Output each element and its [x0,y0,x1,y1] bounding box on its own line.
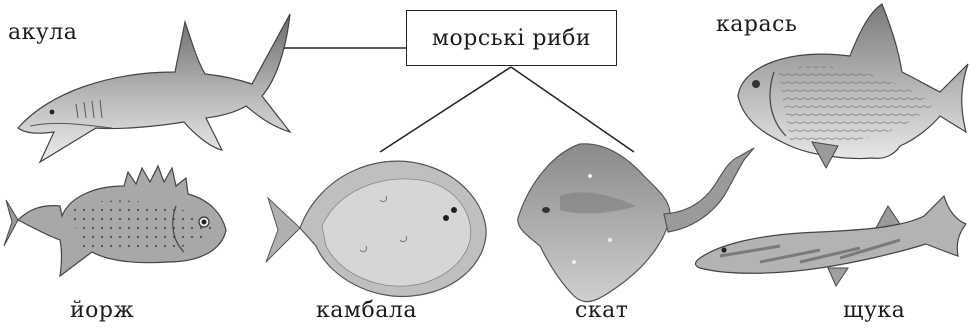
connector-lines [283,47,635,153]
stingray-icon [517,143,755,303]
pike-icon [694,194,967,288]
connector-stingray [510,66,635,153]
ruffe-icon [3,164,227,278]
crucian-carp-icon [737,3,969,170]
category-label: морські риби [431,25,592,51]
flounder-icon [265,160,487,298]
label-pike: щука [843,298,906,323]
label-stingray: скат [575,298,629,323]
shark-icon [17,13,292,164]
connector-flounder [379,66,512,153]
label-crucian-carp: карась [716,12,798,37]
category-box-marine-fish: морські риби [406,10,617,66]
label-flounder: камбала [316,298,417,323]
label-shark: акула [8,20,78,45]
label-ruffe: йорж [70,298,135,323]
